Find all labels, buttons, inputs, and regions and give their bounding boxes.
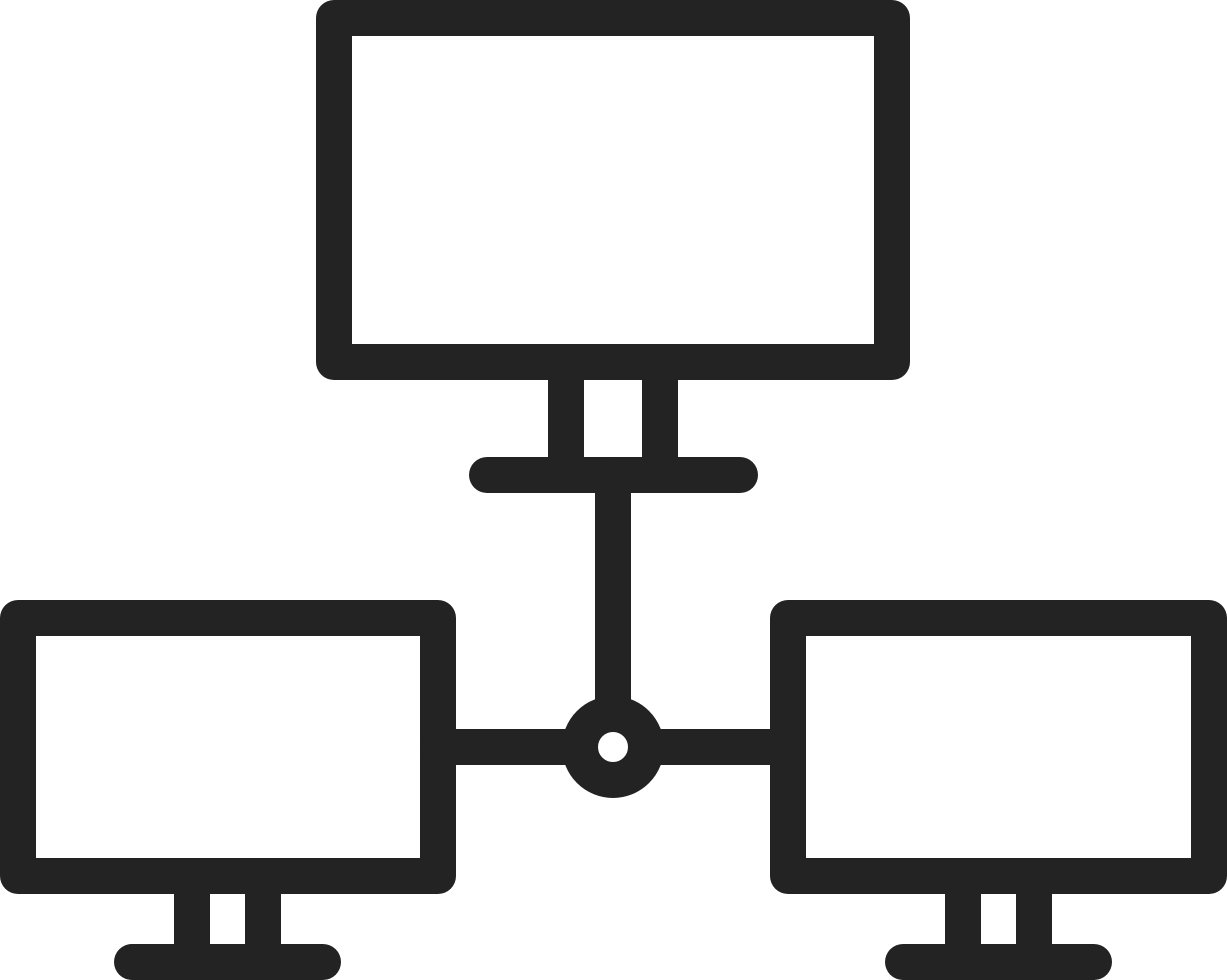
monitor-left-screen — [0, 600, 456, 894]
monitor-left-icon — [0, 600, 456, 980]
monitor-right-icon — [770, 600, 1227, 980]
monitor-top-icon — [316, 0, 910, 493]
monitor-right-screen — [770, 600, 1227, 894]
monitor-top-screen — [316, 0, 910, 380]
network-hub-node — [562, 696, 664, 798]
